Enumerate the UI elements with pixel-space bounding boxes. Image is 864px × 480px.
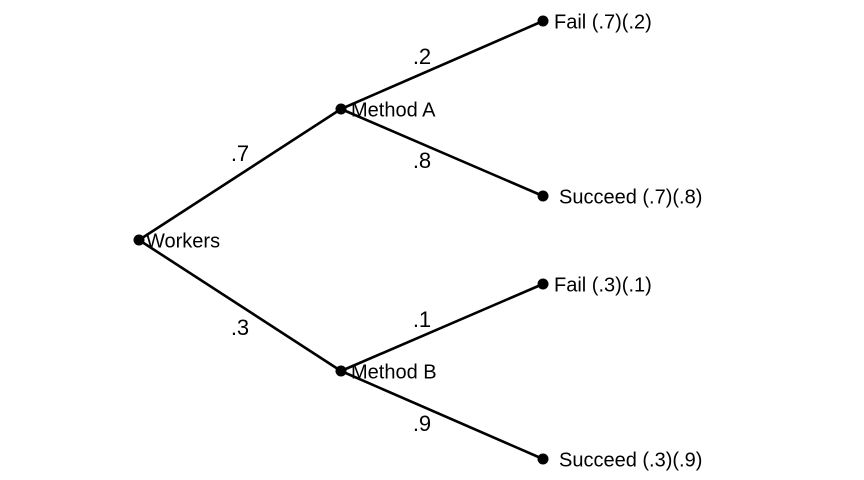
method-a-fail-node-dot [537,15,549,27]
method-b-succeed-outcome-label: Succeed (.3)(.9) [559,449,702,471]
method-b-probability-label: .3 [231,315,249,340]
method-b-node-dot [335,365,347,377]
root-node-label: Workers [146,230,220,252]
method-a-node-dot [335,103,347,115]
method-b-succeed-node-dot [537,453,549,465]
edge-workers-method-b [137,238,343,373]
method-a-succeed-outcome-label: Succeed (.7)(.8) [559,186,702,208]
method-b-succeed-probability-label: .9 [413,411,431,436]
edge-method-a-fail [339,19,545,111]
method-b-fail-probability-label: .1 [413,307,431,332]
method-a-node-label: Method A [351,99,436,121]
edge-method-b-succeed [339,369,545,461]
method-a-fail-probability-label: .2 [413,44,431,69]
edge-method-a-succeed [339,107,545,198]
method-a-probability-label: .7 [231,141,249,166]
edge-method-b-fail [339,282,545,373]
method-a-fail-outcome-label: Fail (.7)(.2) [554,11,652,33]
root-node-dot [133,234,145,246]
method-b-fail-outcome-label: Fail (.3)(.1) [554,274,652,296]
method-b-fail-node-dot [537,278,549,290]
method-b-node-label: Method B [351,361,437,383]
edge-workers-method-a [137,107,343,242]
method-a-succeed-node-dot [537,190,549,202]
method-a-succeed-probability-label: .8 [413,148,431,173]
